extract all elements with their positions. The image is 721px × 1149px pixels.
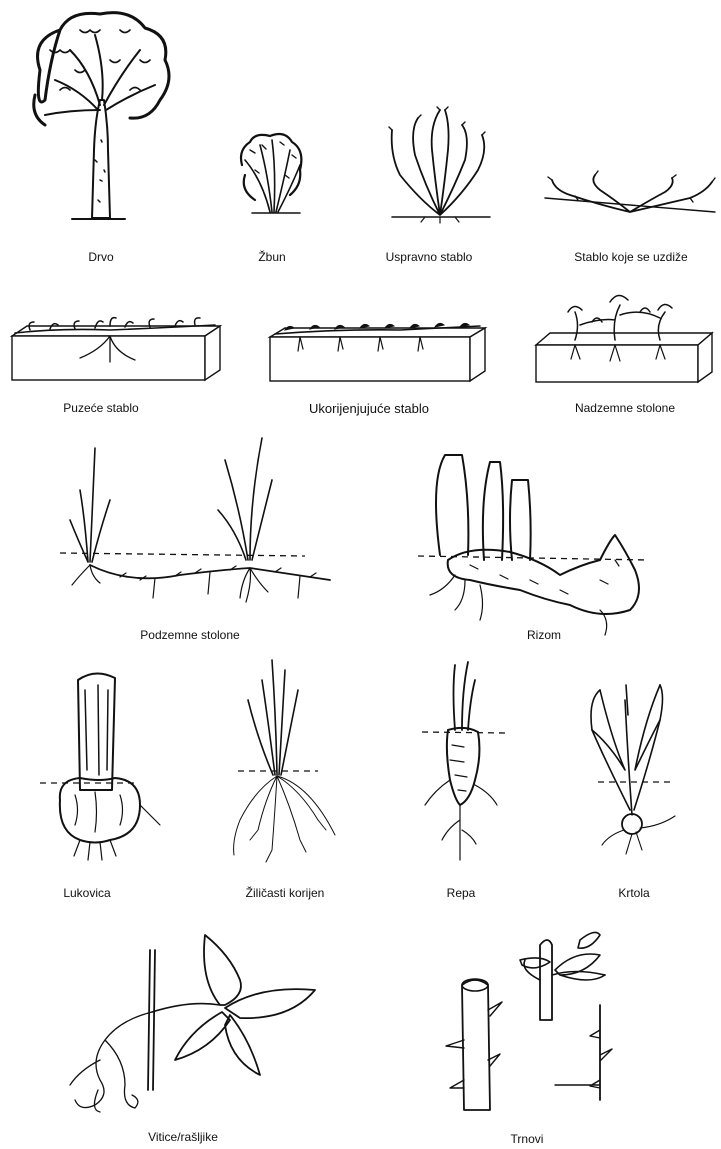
shrub-illustration: [241, 134, 301, 213]
tendrils-illustration: [70, 935, 315, 1112]
label-uspravno-stablo: Uspravno stablo: [386, 250, 473, 264]
tree-illustration: [34, 13, 169, 219]
rhizome-illustration: [418, 455, 648, 635]
thorns-illustration: [446, 932, 612, 1110]
label-repa: Repa: [447, 886, 476, 900]
taproot-illustration: [422, 662, 506, 860]
label-podzemne-stolone: Podzemne stolone: [140, 628, 239, 642]
rooting-stem-illustration: [270, 323, 485, 381]
underground-stolons-illustration: [60, 438, 330, 602]
bulb-illustration: [40, 673, 160, 860]
erect-stem-illustration: [389, 107, 490, 223]
label-trnovi: Trnovi: [511, 1132, 544, 1146]
label-zbun: Žbun: [258, 250, 285, 264]
tuber-illustration: [591, 685, 675, 854]
ascending-stem-illustration: [545, 171, 715, 212]
above-ground-stolons-illustration: [536, 295, 712, 382]
label-krtola: Krtola: [618, 886, 649, 900]
fibrous-root-illustration: [234, 660, 335, 862]
label-stablo-koje-se-uzdize: Stablo koje se uzdiže: [574, 250, 687, 264]
label-rizom: Rizom: [527, 628, 561, 642]
label-ukorijenjujuce-stablo: Ukorijenjujuće stablo: [309, 401, 429, 416]
label-nadzemne-stolone: Nadzemne stolone: [575, 401, 675, 415]
label-zilicasti-korijen: Žiličasti korijen: [246, 886, 325, 900]
label-puzece-stablo: Puzeće stablo: [63, 401, 138, 415]
creeping-stem-illustration: [12, 318, 220, 380]
label-lukovica: Lukovica: [63, 886, 110, 900]
label-vitice-rasljike: Vitice/rašljike: [148, 1130, 218, 1144]
label-drvo: Drvo: [88, 250, 113, 264]
